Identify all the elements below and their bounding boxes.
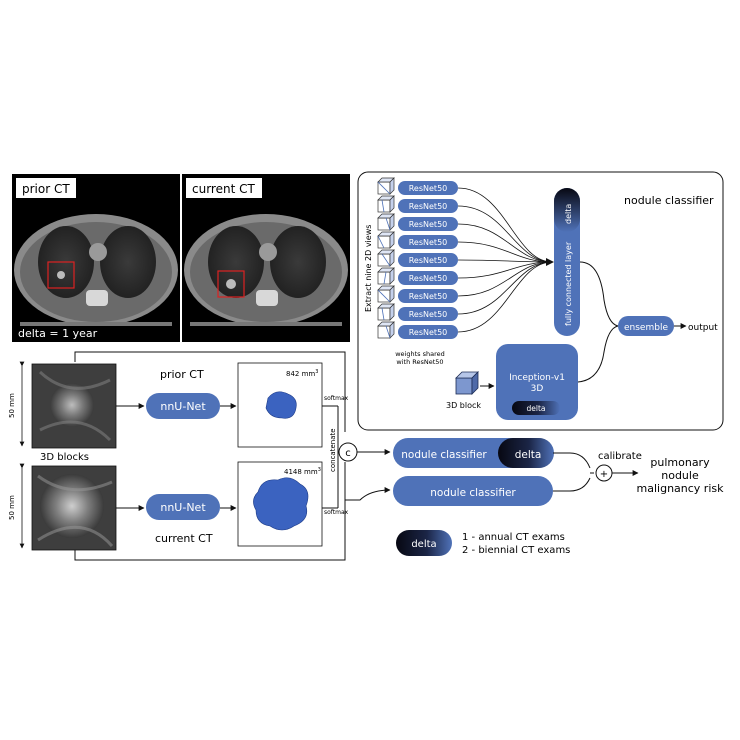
view-cube-icon: [377, 303, 395, 321]
concatenate-symbol: c: [345, 448, 351, 459]
resnet50-box: [398, 289, 458, 303]
segmentation-prior: [237, 362, 323, 448]
fan-in-line: [457, 223, 553, 263]
nodule-roi-box: [217, 270, 245, 298]
delta-legend: delta 1 - annual CT exams 2 - biennial C…: [396, 530, 570, 556]
classifier-delta-label: nodule classifier: [401, 449, 487, 461]
fully-connected-layer: delta fully connected layer: [554, 188, 580, 336]
prior-ct-tag: prior CT: [22, 182, 70, 196]
resnet50-box: [398, 325, 458, 339]
resnet50-box: [398, 217, 458, 231]
risk-label-1: pulmonary: [650, 456, 710, 469]
legend-item-biennial: 2 - biennial CT exams: [462, 545, 570, 556]
resnet50-label: ResNet50: [409, 274, 448, 283]
resnet-stack: ResNet50ResNet50ResNet50ResNet50ResNet50…: [377, 177, 554, 339]
output-label: output: [688, 323, 718, 333]
fc-layer-label: fully connected layer: [564, 241, 573, 326]
resnet50-label: ResNet50: [409, 292, 448, 301]
connector-top-frame: [74, 351, 346, 432]
resnet50-label: ResNet50: [409, 238, 448, 247]
classifier-box: nodule classifier: [393, 476, 553, 506]
risk-label-3: malignancy risk: [637, 482, 725, 495]
blocks-caption: 3D blocks: [40, 452, 89, 463]
fan-in-line: [457, 261, 553, 315]
view-cube-icon: [377, 213, 395, 231]
concatenate-label: concatenate: [329, 428, 337, 472]
current-ct-tag-bg: [186, 178, 262, 198]
classifier-delta-tag: delta: [515, 449, 542, 461]
nodule-block-current: [31, 465, 117, 551]
inception-delta-label: delta: [527, 404, 546, 413]
classifier-label: nodule classifier: [430, 487, 516, 499]
view-cube-icon: [377, 177, 395, 195]
dimension-label-top: 50 mm: [8, 393, 16, 418]
ensemble-box: ensemble: [618, 316, 674, 336]
view-cube-icon: [377, 195, 395, 213]
fan-in-arrowhead: [546, 258, 554, 266]
view-cube-icon: [377, 267, 395, 285]
nnunet-current-label: nnU-Net: [160, 501, 206, 514]
nnunet-prior-box: nnU-Net: [146, 393, 220, 419]
blocks-prior-label: prior CT: [160, 368, 204, 381]
fan-in-line: [457, 261, 553, 333]
fan-in-line: [457, 259, 553, 263]
weights-note-1: weights shared: [395, 350, 445, 358]
cube-3d-icon: [455, 371, 479, 395]
nnunet-current-box: nnU-Net: [146, 494, 220, 520]
nodule-block-prior: [31, 363, 117, 449]
classifier-panel-title: nodule classifier: [624, 194, 714, 207]
fan-in-line: [457, 261, 553, 279]
resnet50-label: ResNet50: [409, 328, 448, 337]
resnet50-label: ResNet50: [409, 202, 448, 211]
views-label: Extract nine 2D views: [364, 225, 373, 312]
legend-delta-tag: delta: [411, 539, 436, 550]
resnet50-box: [398, 181, 458, 195]
plus-symbol: +: [600, 469, 608, 480]
resnet50-box: [398, 199, 458, 213]
calibrate-label: calibrate: [598, 451, 642, 462]
segmentation-current: [237, 461, 323, 547]
right-lung: [100, 226, 156, 298]
risk-label-2: nodule: [661, 469, 699, 482]
inception-label-1: Inception-v1: [509, 373, 565, 383]
resnet50-box: [398, 235, 458, 249]
resnet50-label: ResNet50: [409, 184, 448, 193]
dimension-label-bottom: 50 mm: [8, 495, 16, 520]
block-label: 3D block: [446, 401, 481, 410]
softmax-label-bottom: softmax: [324, 509, 349, 516]
ct-panel-current: [182, 174, 350, 342]
blocks-current-label: current CT: [155, 532, 213, 545]
resnet50-box: [398, 271, 458, 285]
fc-delta-label: delta: [564, 204, 573, 224]
nodule-roi-box: [47, 261, 75, 289]
fan-in-line: [457, 241, 553, 263]
nnunet-prior-label: nnU-Net: [160, 400, 206, 413]
resnet50-label: ResNet50: [409, 256, 448, 265]
view-cube-icon: [377, 285, 395, 303]
fan-in-line: [457, 261, 553, 297]
resnet50-box: [398, 253, 458, 267]
inception-label-2: 3D: [531, 384, 544, 394]
resnet50-label: ResNet50: [409, 220, 448, 229]
fan-in-line: [457, 187, 553, 263]
view-cube-icon: [377, 321, 395, 339]
delta-year-label: delta = 1 year: [18, 327, 98, 340]
view-cube-icon: [377, 231, 395, 249]
weights-note-2: with ResNet50: [396, 358, 443, 366]
legend-item-annual: 1 - annual CT exams: [462, 532, 565, 543]
resnet50-box: [398, 307, 458, 321]
ct-panel-prior: [12, 174, 180, 342]
inception-box: Inception-v1 3D delta: [496, 344, 578, 420]
prior-ct-tag-bg: [16, 178, 76, 198]
current-ct-tag: current CT: [192, 182, 255, 196]
volume-prior: 842 mm3: [286, 369, 318, 378]
resnet50-label: ResNet50: [409, 310, 448, 319]
classifier-with-delta-box: nodule classifier delta: [393, 438, 554, 468]
ensemble-label: ensemble: [624, 323, 668, 333]
fan-in-line: [457, 205, 553, 263]
view-cube-icon: [377, 249, 395, 267]
softmax-label-top: softmax: [324, 395, 349, 402]
volume-current: 4148 mm3: [284, 467, 321, 476]
